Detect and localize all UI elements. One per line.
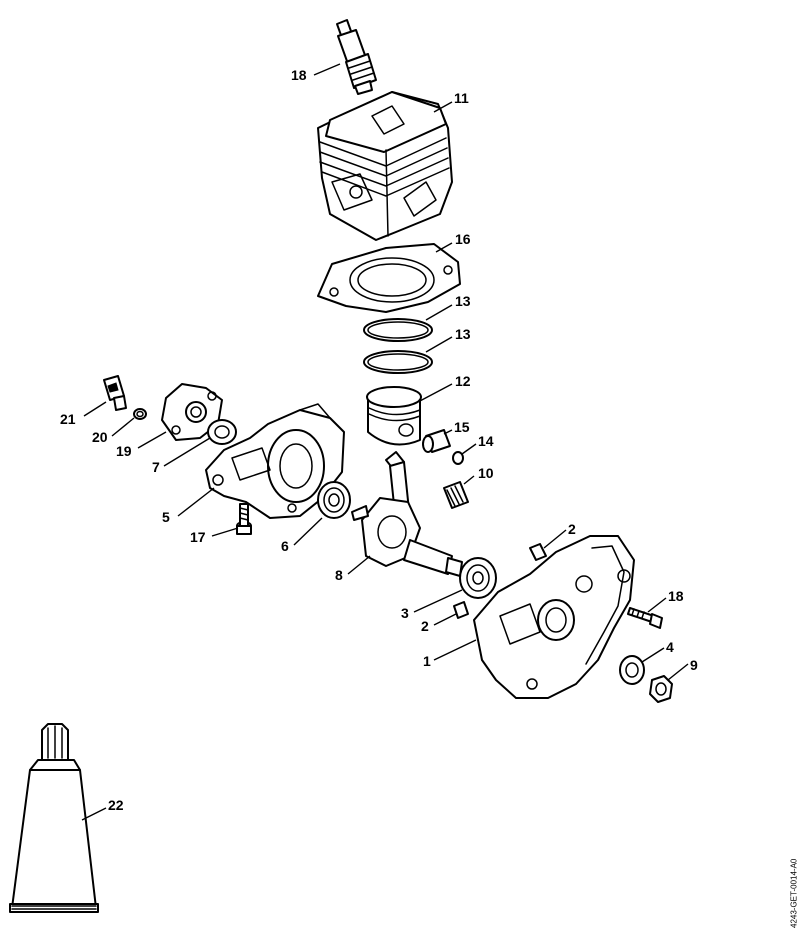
callout-16-gasket: 16	[455, 231, 471, 247]
crankcase-half-left-part[interactable]	[205, 403, 345, 519]
callout-6-ball-bearing: 6	[281, 538, 289, 554]
callout-11-cylinder: 11	[454, 90, 469, 106]
hex-nut-part[interactable]	[649, 675, 673, 703]
oil-seal-right-part[interactable]	[619, 655, 645, 685]
screw-left-part[interactable]	[236, 503, 252, 535]
callout-15-piston-pin: 15	[454, 419, 470, 435]
cylinder-gasket-part[interactable]	[317, 243, 461, 313]
crankshaft-part[interactable]	[351, 451, 463, 577]
callout-17-screw: 17	[190, 529, 206, 545]
spring-part[interactable]	[133, 408, 147, 420]
ball-bearing-left-part[interactable]	[317, 481, 351, 519]
callout-18-spark-plug: 18	[291, 67, 307, 83]
leader-lines	[81, 63, 689, 821]
callout-10-needle-cage: 10	[478, 465, 494, 481]
callout-22-tube: 22	[108, 797, 124, 813]
callout-21-connector: 21	[60, 411, 76, 427]
callout-8-crankshaft: 8	[335, 567, 343, 583]
callout-20-spring: 20	[92, 429, 108, 445]
callout-13-ring-lower: 13	[455, 326, 471, 342]
sealant-tube-part[interactable]	[9, 723, 99, 913]
drawing-code: 4243-GET-0014-A0	[789, 858, 798, 928]
needle-cage-part[interactable]	[443, 481, 469, 509]
callout-13-ring-upper: 13	[455, 293, 471, 309]
oil-seal-left-part[interactable]	[207, 419, 237, 445]
piston-ring-upper-part[interactable]	[363, 318, 433, 342]
callout-18-screw: 18	[668, 588, 684, 604]
dowel-pin-lower-part[interactable]	[453, 601, 469, 619]
piston-pin-part[interactable]	[422, 429, 451, 453]
callout-5-crankcase-half: 5	[162, 509, 170, 525]
spark-plug-part[interactable]	[336, 19, 377, 95]
piston-part[interactable]	[366, 386, 422, 446]
crankcase-part[interactable]	[473, 535, 635, 699]
ball-bearing-right-part[interactable]	[459, 557, 497, 599]
callout-1-crankcase: 1	[423, 653, 431, 669]
callout-7-oil-seal: 7	[152, 459, 160, 475]
callout-2-dowel-pin-lower: 2	[421, 618, 429, 634]
connector-part[interactable]	[103, 375, 127, 411]
callout-4-oil-seal: 4	[666, 639, 674, 655]
callout-12-piston: 12	[455, 373, 471, 389]
callout-2-dowel-pin-upper: 2	[568, 521, 576, 537]
callout-19-ignition-plate: 19	[116, 443, 132, 459]
dowel-pin-upper-part[interactable]	[529, 543, 547, 561]
circlip-part[interactable]	[452, 451, 464, 465]
piston-ring-lower-part[interactable]	[363, 350, 433, 374]
cylinder-part[interactable]	[317, 91, 453, 241]
callout-3-ball-bearing: 3	[401, 605, 409, 621]
callout-9-hex-nut: 9	[690, 657, 698, 673]
screw-right-part[interactable]	[627, 607, 663, 629]
ignition-plate-part[interactable]	[161, 383, 223, 441]
callout-14-circlip: 14	[478, 433, 494, 449]
